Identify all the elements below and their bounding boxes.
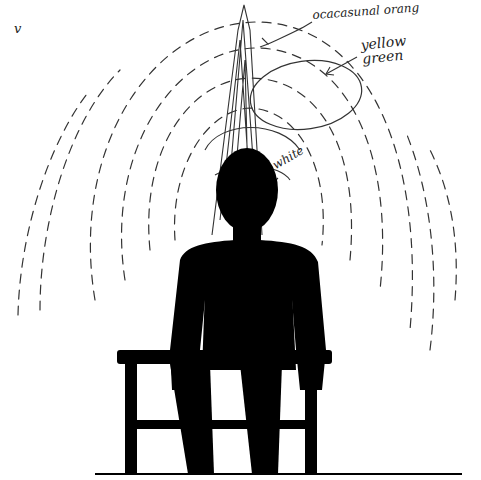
leg [170, 364, 214, 474]
leader-lines [260, 22, 357, 196]
handwritten-label: ocacasunal orang [312, 0, 473, 22]
aura-arc [18, 90, 90, 315]
stool-leg [305, 362, 317, 474]
aura-arc [40, 70, 120, 310]
arrow-head [260, 38, 268, 47]
arrow-head [326, 67, 334, 75]
leader-line [268, 22, 312, 44]
aura-arc [430, 150, 456, 300]
aura-arc [405, 130, 434, 350]
floor-line [95, 473, 462, 475]
color-patch-outline [246, 54, 366, 137]
spire-scribble [205, 5, 300, 235]
stool-rung [135, 420, 307, 429]
leg [240, 364, 282, 474]
handwritten-label: white [270, 135, 320, 172]
aura-arc [149, 78, 352, 260]
handwritten-label: v [14, 22, 34, 36]
leader-line [326, 57, 357, 74]
stool-leg [125, 362, 137, 474]
person-silhouette [117, 148, 332, 474]
handwritten-label: yellow green [360, 32, 421, 66]
stool-seat [117, 350, 332, 364]
head [216, 148, 278, 232]
